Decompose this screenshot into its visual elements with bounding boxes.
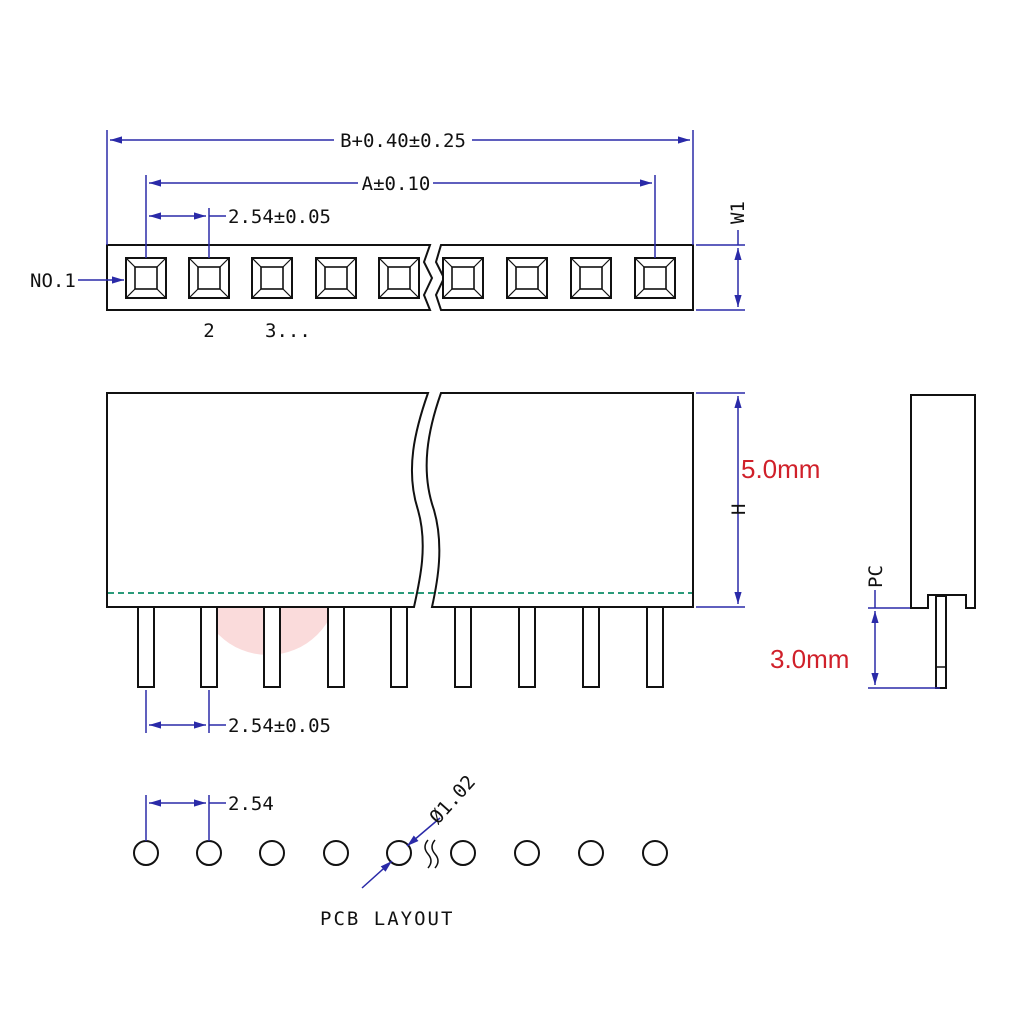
pin-socket — [251, 257, 293, 299]
pin-lead — [390, 599, 408, 688]
pcb-hole — [323, 840, 349, 866]
pcb-hole — [259, 840, 285, 866]
pin-socket — [506, 257, 548, 299]
pin-socket — [378, 257, 420, 299]
dim-pin-label: PC — [865, 565, 887, 588]
pcb-hole — [450, 840, 476, 866]
dim-hole-label: Ø1.02 — [425, 771, 480, 828]
pin1-label: NO.1 — [30, 270, 76, 292]
pin-lead — [646, 599, 664, 688]
dim-height-label: H — [728, 504, 750, 515]
pin3-label: 3... — [265, 320, 311, 342]
dim-width-label: W1 — [727, 201, 749, 224]
dim-overall-length: B+0.40±0.25 — [340, 130, 466, 152]
pin-lead — [582, 599, 600, 688]
dim-pitch-front: 2.54±0.05 — [228, 715, 331, 737]
break-symbol — [424, 839, 439, 869]
pin-lead — [137, 599, 155, 688]
pcb-hole — [642, 840, 668, 866]
pin-lead — [200, 599, 218, 688]
pin-lead — [327, 599, 345, 688]
pcb-hole — [514, 840, 540, 866]
front-view: 2.54±0.05 H 5.0mm — [106, 392, 820, 737]
dim-pitch-pcb: 2.54 — [228, 793, 274, 815]
pin-socket — [570, 257, 612, 299]
pin2-label: 2 — [203, 320, 214, 342]
pin-socket — [315, 257, 357, 299]
pin-socket — [442, 257, 484, 299]
top-view: B+0.40±0.25 A±0.10 2.54±0.05 W1 NO.1 2 3… — [30, 130, 749, 342]
pcb-hole — [133, 840, 159, 866]
pin-socket — [188, 257, 230, 299]
side-view: PC 3.0mm — [770, 394, 976, 689]
pcb-hole — [196, 840, 222, 866]
pin-lead — [518, 599, 536, 688]
pin-socket — [634, 257, 676, 299]
pin-socket — [125, 257, 167, 299]
pcb-layout: 2.54 Ø1.02 PCB LAYOUT — [133, 771, 668, 930]
dim-pitch-top: 2.54±0.05 — [228, 206, 331, 228]
height-value: 5.0mm — [741, 454, 820, 484]
pcb-hole — [386, 840, 412, 866]
pin-value: 3.0mm — [770, 644, 849, 674]
dim-pin-span-label: A±0.10 — [362, 173, 431, 195]
pin-lead — [454, 599, 472, 688]
pcb-layout-title: PCB LAYOUT — [320, 908, 454, 930]
pcb-hole — [578, 840, 604, 866]
pin-lead — [263, 599, 281, 688]
